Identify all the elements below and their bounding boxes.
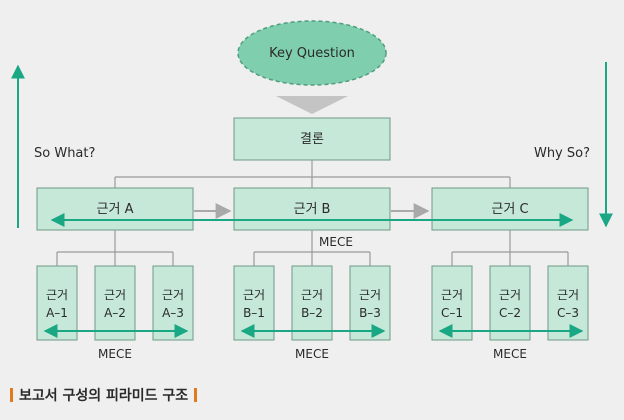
child-box-a3 [152, 265, 194, 341]
group-c-mece-label: MECE [493, 347, 527, 361]
child-box-c3 [547, 265, 589, 341]
child-b1-line1: 근거 [243, 288, 265, 302]
child-c3-line1: 근거 [557, 288, 579, 302]
child-a3-line2: A–3 [162, 306, 184, 320]
child-c1-line2: C–1 [441, 306, 463, 320]
child-box-a2 [94, 265, 136, 341]
key-question-label: Key Question [269, 46, 355, 61]
child-b2-line2: B–2 [301, 306, 323, 320]
child-box-c2 [489, 265, 531, 341]
child-box-c1 [431, 265, 473, 341]
child-box-b2 [291, 265, 333, 341]
child-a1-line2: A–1 [46, 306, 68, 320]
conclusion-box [233, 117, 391, 161]
child-c3-line2: C–3 [557, 306, 579, 320]
figure-caption: 보고서 구성의 피라미드 구조 [10, 385, 198, 405]
child-c2-line1: 근거 [499, 288, 521, 302]
child-c2-line2: C–2 [499, 306, 521, 320]
child-a2-line2: A–2 [104, 306, 126, 320]
child-box-b3 [349, 265, 391, 341]
child-box-b1 [233, 265, 275, 341]
caption-left-bar [10, 388, 13, 402]
group-b-mece-label: MECE [295, 347, 329, 361]
group-a-label: 근거 A [97, 202, 134, 217]
conclusion-label: 결론 [300, 132, 324, 147]
group-a-mece-label: MECE [98, 347, 132, 361]
child-a1-line1: 근거 [46, 288, 68, 302]
funnel-shape [276, 96, 348, 114]
connectors-top [114, 160, 511, 188]
child-a3-line1: 근거 [162, 288, 184, 302]
connectors-bottom [56, 230, 569, 266]
child-box-a1 [36, 265, 78, 341]
group-b-label: 근거 B [294, 202, 331, 217]
so-what-label: So What? [34, 146, 95, 161]
child-b2-line1: 근거 [301, 288, 323, 302]
caption-right-bar [194, 388, 198, 402]
child-a2-line1: 근거 [104, 288, 126, 302]
child-b3-line1: 근거 [359, 288, 381, 302]
child-c1-line1: 근거 [441, 288, 463, 302]
caption-text: 보고서 구성의 피라미드 구조 [19, 388, 189, 404]
child-b1-line2: B–1 [243, 306, 265, 320]
group-c-label: 근거 C [491, 202, 528, 217]
why-so-label: Why So? [534, 146, 590, 161]
child-b3-line2: B–3 [359, 306, 381, 320]
middle-mece-label: MECE [319, 235, 353, 249]
key-question-ellipse [237, 20, 387, 86]
